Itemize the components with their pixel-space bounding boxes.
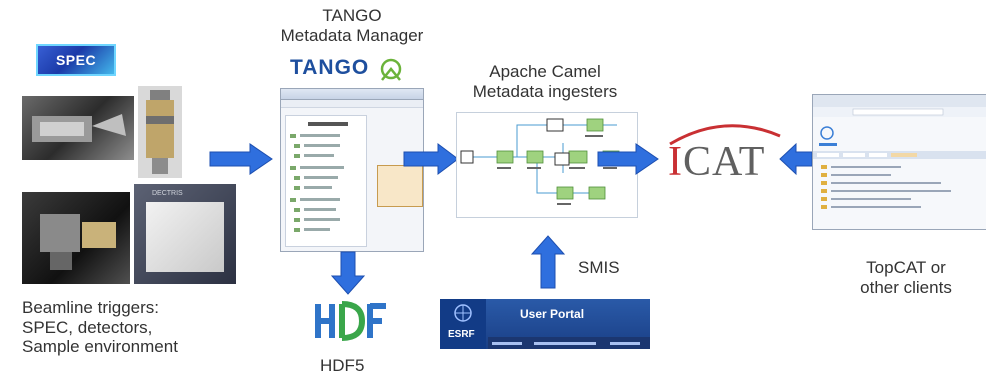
user-portal-title: User Portal bbox=[520, 307, 585, 321]
tango-logo-emblem-icon bbox=[380, 58, 402, 81]
tango-logo: TANGO bbox=[290, 56, 370, 79]
spec-badge: SPEC bbox=[36, 44, 116, 76]
tango-title: TANGO Metadata Manager bbox=[252, 6, 452, 45]
tango-metadata-manager-window bbox=[280, 88, 424, 252]
cylinder-icon bbox=[146, 90, 174, 174]
camel-route-illustration bbox=[460, 118, 620, 205]
esrf-emblem-icon bbox=[454, 304, 472, 322]
camel-title-line-1: Apache Camel bbox=[489, 62, 601, 81]
tree-illustration bbox=[290, 122, 348, 232]
dectris-label: DECTRIS bbox=[152, 190, 183, 197]
topcat-line-1: TopCAT or bbox=[866, 258, 946, 277]
hdf-logo-icon bbox=[315, 301, 386, 341]
apparatus-illustration bbox=[40, 214, 116, 270]
esrf-logo-box: ESRF bbox=[440, 299, 486, 349]
arrow-right-icon bbox=[597, 143, 659, 175]
user-portal-banner: ESRF User Portal bbox=[440, 299, 650, 349]
icat-swoosh-icon bbox=[669, 124, 781, 146]
equipment-illustration bbox=[32, 114, 126, 142]
detector-cylinder-photo bbox=[138, 86, 182, 178]
detector-screen bbox=[146, 202, 224, 272]
tango-device-tree bbox=[285, 115, 367, 247]
beamline-line-3: Sample environment bbox=[22, 337, 178, 357]
topcat-line-2: other clients bbox=[860, 277, 952, 297]
dectris-detector-photo: DECTRIS bbox=[134, 184, 236, 284]
tango-window-menubar bbox=[281, 100, 423, 108]
icat-logo: ICAT bbox=[668, 138, 780, 185]
hdf5-label: HDF5 bbox=[320, 356, 365, 375]
beamline-line-2: SPEC, detectors, bbox=[22, 317, 153, 337]
esrf-logo-text: ESRF bbox=[448, 329, 475, 340]
lab-setup-photo bbox=[22, 192, 130, 284]
tango-popup-panel bbox=[377, 165, 423, 207]
beamline-line-1: Beamline triggers: bbox=[22, 298, 160, 317]
arrow-right-icon bbox=[209, 143, 273, 175]
beamline-triggers-label: Beamline triggers: SPEC, detectors, Samp… bbox=[22, 298, 178, 357]
camel-title-line-2: Metadata ingesters bbox=[472, 81, 618, 101]
icat-logo-rest: CAT bbox=[683, 139, 766, 185]
icat-logo-i: I bbox=[668, 139, 683, 185]
menubar-illustration bbox=[492, 342, 640, 345]
camel-title: Apache Camel Metadata ingesters bbox=[450, 62, 640, 101]
tango-title-line-1: TANGO bbox=[322, 6, 382, 25]
smis-label: SMIS bbox=[578, 258, 620, 277]
tango-window-titlebar bbox=[281, 89, 423, 100]
arrow-right-icon bbox=[403, 143, 459, 175]
topcat-label: TopCAT or other clients bbox=[836, 258, 976, 297]
arrow-up-icon bbox=[530, 235, 566, 289]
user-portal-menubar bbox=[488, 337, 650, 349]
arrow-down-icon bbox=[330, 251, 366, 295]
topcat-browser-illustration bbox=[813, 95, 986, 209]
sample-environment-photo bbox=[22, 96, 134, 160]
tango-title-line-2: Metadata Manager bbox=[280, 25, 424, 45]
arrow-left-icon bbox=[779, 142, 813, 176]
topcat-browser-window bbox=[812, 94, 986, 230]
